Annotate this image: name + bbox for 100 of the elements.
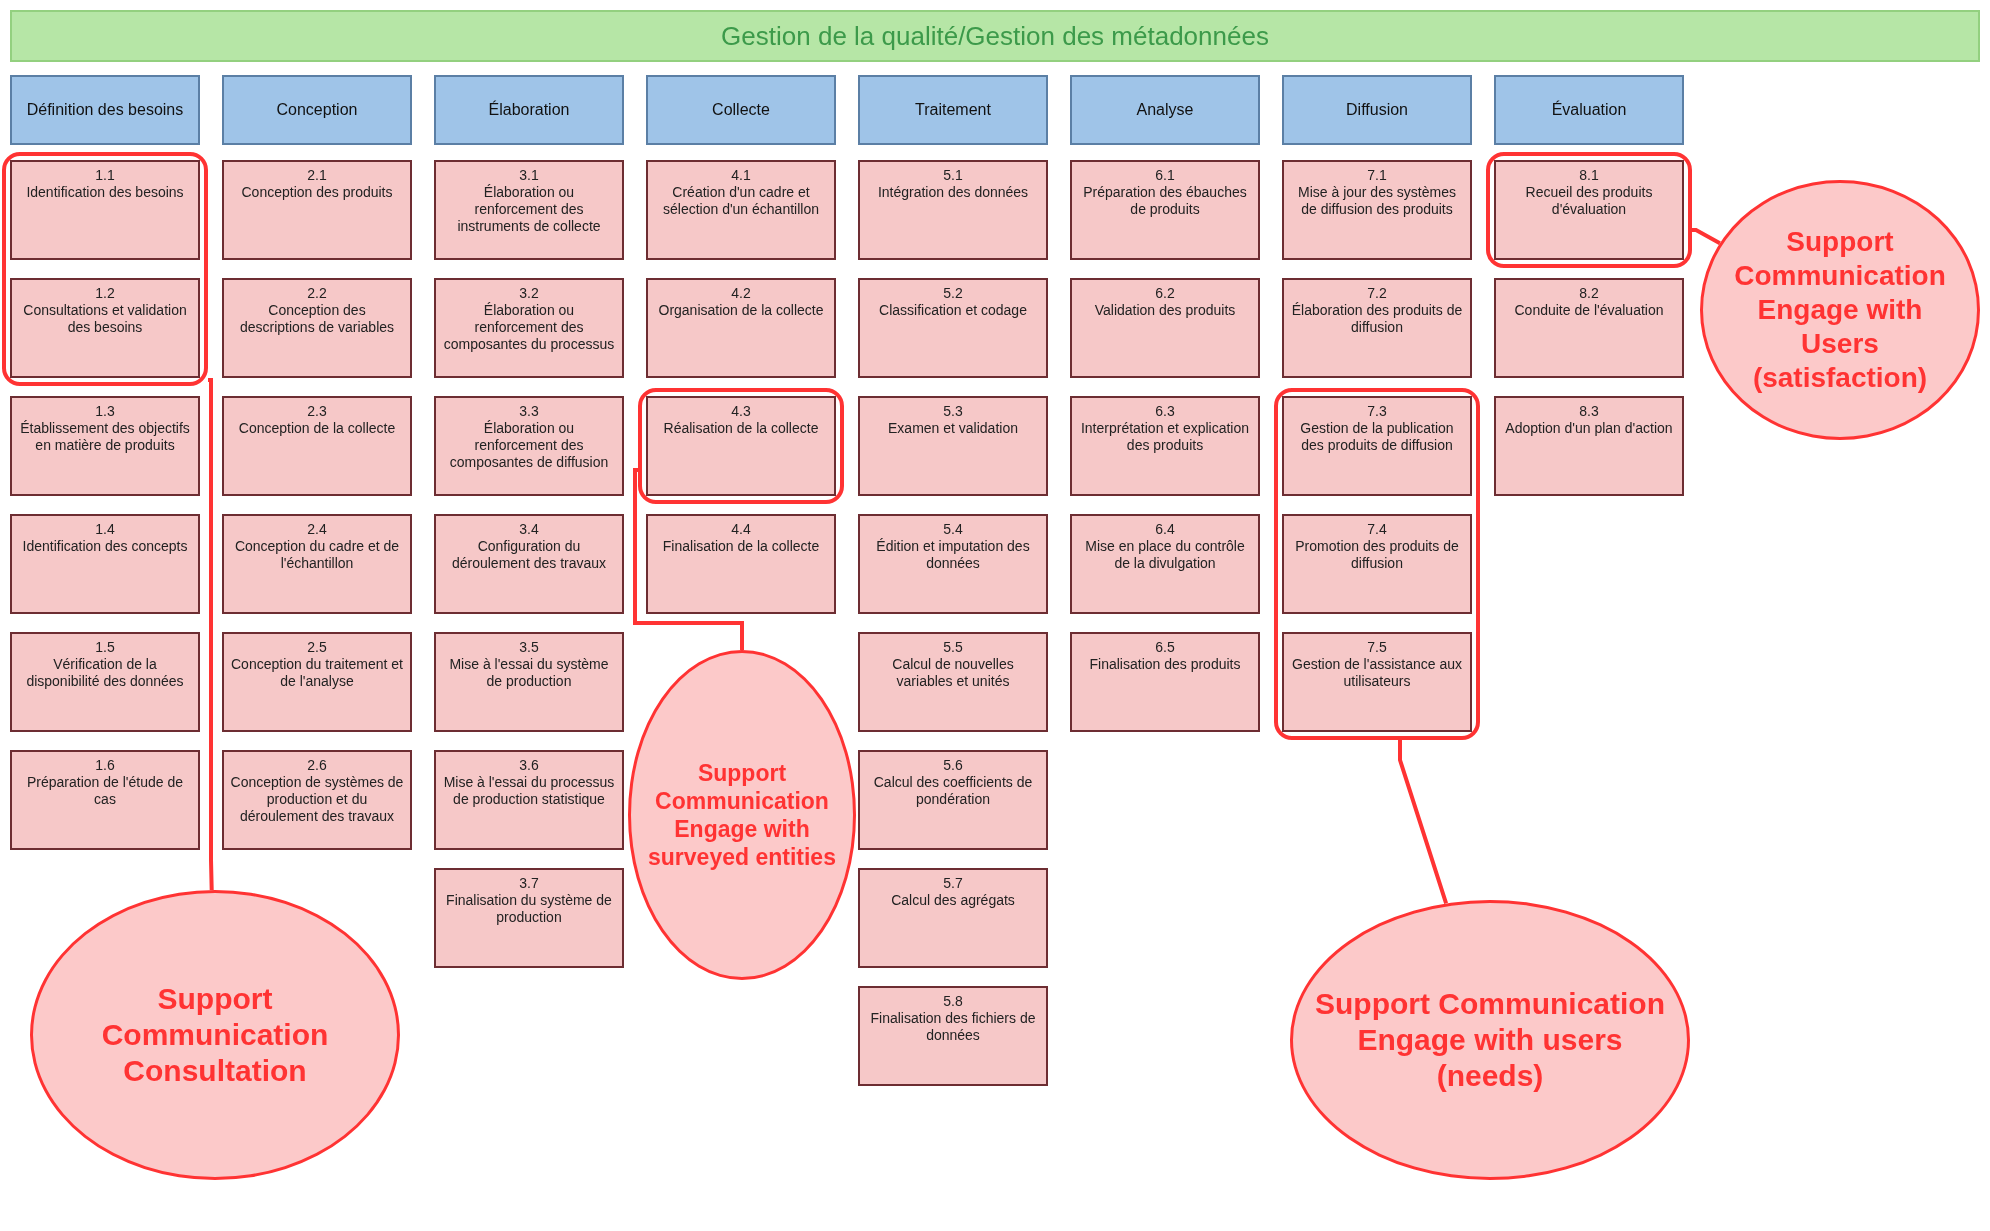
step-number: 6.1 <box>1155 167 1175 184</box>
step-title: Réalisation de la collecte <box>663 420 819 437</box>
callout-text: Support Communication Engage with users (needs) <box>1314 986 1666 1094</box>
step-title: Validation des produits <box>1094 302 1236 319</box>
phase-title: Traitement <box>915 101 991 119</box>
step-title: Finalisation des fichiers de données <box>869 1010 1037 1044</box>
step-number: 8.3 <box>1579 403 1599 420</box>
step-title: Intégration des données <box>877 184 1029 201</box>
callout-text: Support Communication Consultation <box>100 981 330 1089</box>
step-title: Conception du traitement et de l'analyse <box>230 656 404 690</box>
process-box <box>1070 396 1260 496</box>
highlight-frame <box>1274 388 1480 740</box>
step-number: 1.2 <box>95 285 115 302</box>
process-box <box>222 750 412 850</box>
title-bar <box>10 10 1980 62</box>
step-title: Mise à l'essai du processus de production statistique <box>442 774 616 808</box>
process-box <box>646 160 836 260</box>
step-number: 6.3 <box>1155 403 1175 420</box>
step-number: 3.6 <box>519 757 539 774</box>
process-box <box>1282 632 1472 732</box>
step-number: 1.1 <box>95 167 115 184</box>
process-box <box>1070 514 1260 614</box>
process-box <box>1282 396 1472 496</box>
step-title: Finalisation des produits <box>1089 656 1241 673</box>
process-box <box>858 750 1048 850</box>
process-box <box>858 986 1048 1086</box>
step-title: Élaboration ou renforcement des composantes de diffusion <box>448 420 610 471</box>
process-box <box>10 750 200 850</box>
phase-header <box>1494 75 1684 145</box>
process-box <box>1494 160 1684 260</box>
step-title: Mise à l'essai du système de production <box>448 656 610 690</box>
step-number: 5.2 <box>943 285 963 302</box>
step-number: 6.2 <box>1155 285 1175 302</box>
process-box <box>1282 160 1472 260</box>
step-title: Établissement des objectifs en matière de produits <box>19 420 191 454</box>
phase-title: Collecte <box>712 101 770 119</box>
step-number: 6.4 <box>1155 521 1175 538</box>
process-box <box>434 278 624 378</box>
step-number: 2.6 <box>307 757 327 774</box>
phase-header <box>1282 75 1472 145</box>
step-number: 7.5 <box>1367 639 1387 656</box>
step-title: Élaboration ou renforcement des instruments de collecte <box>456 184 602 235</box>
step-title: Consultations et validation des besoins <box>22 302 188 336</box>
step-title: Conception des produits <box>241 184 393 201</box>
step-number: 7.1 <box>1367 167 1387 184</box>
process-box <box>858 278 1048 378</box>
step-title: Élaboration ou renforcement des composantes du processus <box>442 302 616 353</box>
step-title: Conception de la collecte <box>238 420 396 437</box>
process-box <box>434 160 624 260</box>
phase-header <box>10 75 200 145</box>
step-number: 4.3 <box>731 403 751 420</box>
step-title: Préparation des ébauches de produits <box>1082 184 1248 218</box>
step-number: 7.3 <box>1367 403 1387 420</box>
step-title: Gestion de l'assistance aux utilisateurs <box>1291 656 1463 690</box>
step-title: Préparation de l'étude de cas <box>26 774 184 808</box>
step-number: 8.2 <box>1579 285 1599 302</box>
highlight-frame <box>1486 152 1692 268</box>
step-number: 4.4 <box>731 521 751 538</box>
step-title: Calcul des agrégats <box>891 892 1015 909</box>
step-number: 5.6 <box>943 757 963 774</box>
step-number: 2.3 <box>307 403 327 420</box>
process-box <box>1070 160 1260 260</box>
process-box <box>1282 278 1472 378</box>
step-title: Mise à jour des systèmes de diffusion des produits <box>1297 184 1457 218</box>
step-title: Élaboration des produits de diffusion <box>1290 302 1464 336</box>
step-title: Conception de systèmes de production et du déroulement des travaux <box>230 774 404 825</box>
process-box <box>222 160 412 260</box>
step-title: Promotion des produits de diffusion <box>1294 538 1460 572</box>
step-title: Identification des besoins <box>26 184 184 201</box>
callout-text: Support Communication Engage with surveyed entities <box>647 759 837 871</box>
process-box <box>10 514 200 614</box>
step-number: 1.5 <box>95 639 115 656</box>
process-box <box>434 632 624 732</box>
process-box <box>1494 396 1684 496</box>
step-number: 4.2 <box>731 285 751 302</box>
process-box <box>222 632 412 732</box>
process-box <box>646 278 836 378</box>
process-box <box>1070 632 1260 732</box>
step-number: 7.2 <box>1367 285 1387 302</box>
callout-text: Support Communication Engage with Users (satisfaction) <box>1733 225 1947 395</box>
step-title: Interprétation et explication des produits <box>1079 420 1251 454</box>
step-number: 7.4 <box>1367 521 1387 538</box>
process-box <box>434 396 624 496</box>
process-box <box>434 750 624 850</box>
callout-pointer <box>1692 228 1721 246</box>
process-box <box>858 868 1048 968</box>
step-title: Organisation de la collecte <box>658 302 824 319</box>
step-number: 3.4 <box>519 521 539 538</box>
step-title: Examen et validation <box>888 420 1018 437</box>
step-number: 3.7 <box>519 875 539 892</box>
step-number: 1.6 <box>95 757 115 774</box>
step-number: 1.4 <box>95 521 115 538</box>
step-number: 5.1 <box>943 167 963 184</box>
step-number: 3.5 <box>519 639 539 656</box>
step-title: Conception du cadre et de l'échantillon <box>233 538 401 572</box>
step-number: 1.3 <box>95 403 115 420</box>
process-box <box>858 160 1048 260</box>
process-box <box>646 514 836 614</box>
step-title: Vérification de la disponibilité des données <box>25 656 185 690</box>
process-box <box>10 278 200 378</box>
